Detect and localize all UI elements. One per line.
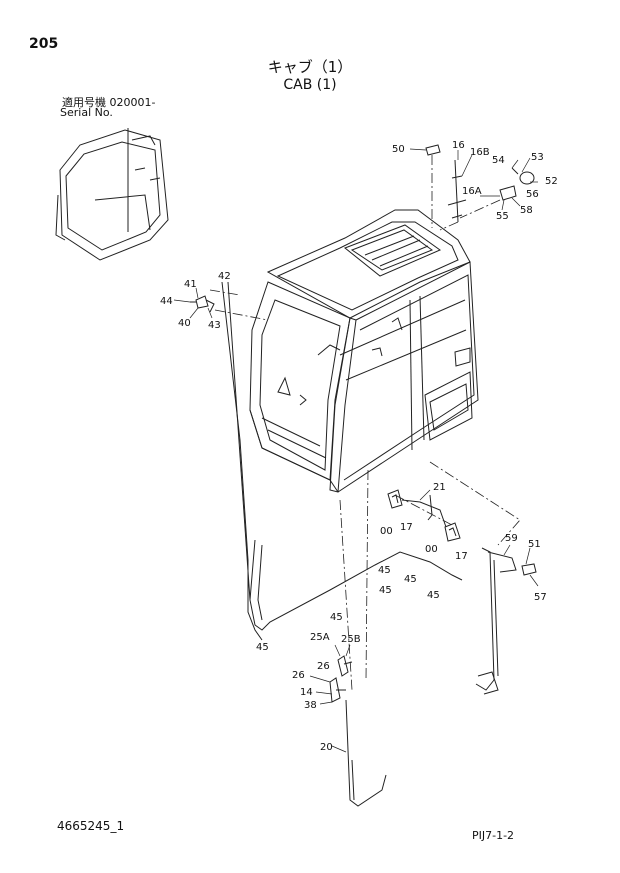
overview-cab-thumbnail [55, 128, 169, 261]
callout-59: 59 [505, 533, 518, 544]
mirror-mount-bracket [190, 281, 263, 641]
callout-16b: 16B [470, 147, 490, 158]
page-title-japanese: キャブ（1） [267, 58, 353, 76]
callout-00-left: 00 [380, 526, 393, 537]
callout-56: 56 [526, 189, 539, 200]
harness-wire [249, 539, 463, 631]
callout-45-c: 45 [379, 585, 392, 596]
callout-16: 16 [452, 140, 465, 151]
page-number: 205 [29, 36, 59, 52]
page-code: PIJ7-1-2 [472, 829, 515, 842]
callout-42: 42 [218, 271, 231, 282]
callout-25a: 25A [310, 632, 330, 643]
callout-54: 54 [492, 155, 505, 166]
callout-17-right: 17 [455, 551, 468, 562]
handrail-pair [387, 489, 461, 542]
callout-50: 50 [392, 144, 405, 155]
serial-applicability-label: 適用号機 020001- [62, 96, 156, 109]
document-number: 4665245_1 [57, 819, 125, 833]
callout-43: 43 [208, 320, 221, 331]
callout-57: 57 [534, 592, 547, 603]
page-title-english: CAB (1) [283, 77, 337, 93]
callout-45-d: 45 [427, 590, 440, 601]
roof-rail-assembly [425, 144, 535, 223]
callout-38: 38 [304, 700, 317, 711]
callout-16a: 16A [462, 186, 482, 197]
callout-14: 14 [300, 687, 313, 698]
callout-26-lower: 26 [292, 670, 305, 681]
callout-41: 41 [184, 279, 197, 290]
callout-45-f: 45 [256, 642, 269, 653]
callout-53: 53 [531, 152, 544, 163]
main-cab-frame [249, 209, 479, 493]
callout-58: 58 [520, 205, 533, 216]
callout-45-a: 45 [378, 565, 391, 576]
callout-21: 21 [433, 482, 446, 493]
callout-26-upper: 26 [317, 661, 330, 672]
callout-44: 44 [160, 296, 173, 307]
callout-labels: 50 16 16B 54 53 56 52 16A 55 58 42 41 44… [160, 140, 558, 753]
callout-55: 55 [496, 211, 509, 222]
callout-51: 51 [528, 539, 541, 550]
callout-ticks [173, 148, 539, 753]
door-latch-and-rod [329, 655, 387, 807]
callout-40: 40 [178, 318, 191, 329]
callout-00-right: 00 [425, 544, 438, 555]
callout-52: 52 [545, 176, 558, 187]
callout-45-b: 45 [404, 574, 417, 585]
rear-pillar-cover [475, 547, 537, 695]
serial-number-label: Serial No. [60, 106, 113, 119]
leader-lines [209, 155, 521, 691]
callout-45-e: 45 [330, 612, 343, 623]
callout-20: 20 [320, 742, 333, 753]
callout-17-left: 17 [400, 522, 413, 533]
callout-25b: 25B [341, 634, 361, 645]
